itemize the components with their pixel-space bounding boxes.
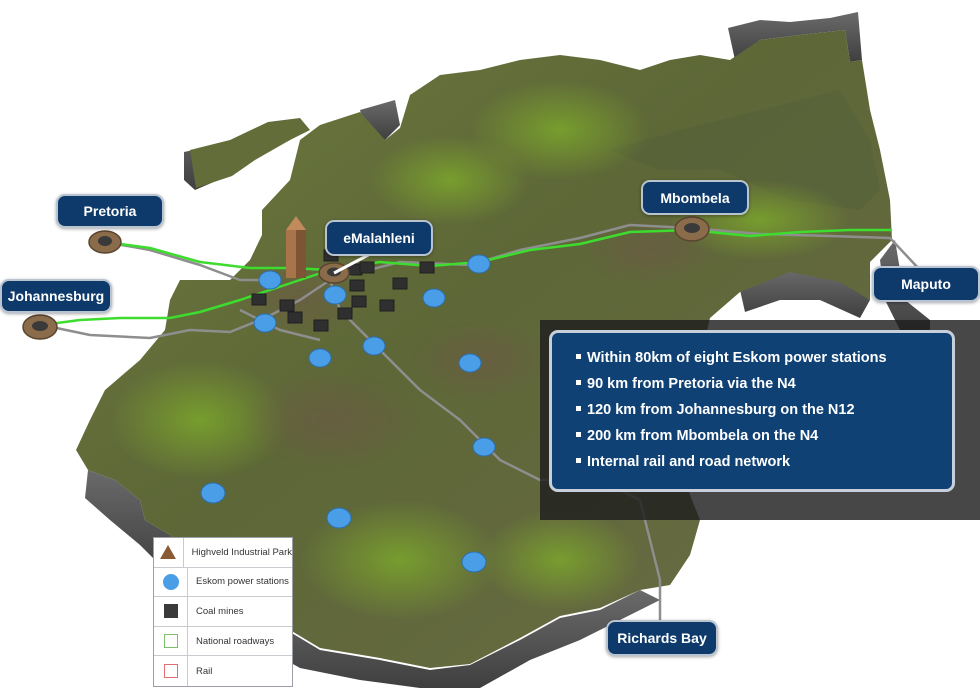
- label-pretoria: Pretoria: [56, 194, 164, 228]
- power-station: [422, 288, 446, 308]
- coal-mine: [313, 319, 329, 332]
- coal-mine: [392, 277, 408, 290]
- power-station: [362, 336, 386, 356]
- power-station: [200, 482, 226, 504]
- coal-mine: [279, 299, 295, 312]
- power-station: [258, 270, 282, 290]
- circle-icon: [162, 573, 179, 590]
- outline-square-icon: [163, 664, 178, 679]
- bullet-icon: [576, 380, 581, 385]
- info-item: 90 km from Pretoria via the N4: [576, 371, 952, 397]
- johannesburg-marker: [22, 314, 58, 340]
- info-item: Internal rail and road network: [576, 449, 952, 475]
- info-item: 120 km from Johannesburg on the N12: [576, 397, 952, 423]
- info-item: Within 80km of eight Eskom power station…: [576, 345, 952, 371]
- coal-mine: [351, 295, 367, 308]
- coal-mine: [359, 261, 375, 274]
- label-emalahleni: eMalahleni: [325, 220, 433, 256]
- power-station: [472, 437, 496, 457]
- power-stations: [200, 254, 496, 573]
- info-item: 200 km from Mbombela on the N4: [576, 423, 952, 449]
- bullet-icon: [576, 354, 581, 359]
- label-richards-bay: Richards Bay: [606, 620, 718, 656]
- label-maputo: Maputo: [872, 266, 980, 302]
- power-station: [323, 285, 347, 305]
- road-n12: [41, 268, 331, 327]
- legend-item-power-stations: Eskom power stations: [154, 567, 292, 598]
- power-station: [458, 353, 482, 373]
- outline-square-icon: [163, 634, 178, 649]
- square-icon: [163, 604, 178, 619]
- coal-mine: [287, 311, 303, 324]
- rail-spur-2: [239, 308, 321, 342]
- power-station: [308, 348, 332, 368]
- rail-pretoria: [104, 240, 270, 282]
- power-station: [326, 507, 352, 529]
- bullet-icon: [576, 432, 581, 437]
- coal-mine: [251, 293, 267, 306]
- coal-mine: [349, 279, 365, 292]
- coal-mine: [419, 261, 435, 274]
- legend-item-rail: Rail: [154, 656, 292, 686]
- bullet-icon: [576, 458, 581, 463]
- industrial-park-marker: [286, 216, 306, 278]
- label-johannesburg: Johannesburg: [0, 279, 112, 313]
- coal-mine: [379, 299, 395, 312]
- info-list: Within 80km of eight Eskom power station…: [576, 345, 952, 475]
- power-station: [461, 551, 487, 573]
- power-station: [253, 313, 277, 333]
- city-markers: [22, 216, 710, 340]
- label-mbombela: Mbombela: [641, 180, 749, 215]
- bullet-icon: [576, 406, 581, 411]
- info-panel: Within 80km of eight Eskom power station…: [549, 330, 955, 492]
- legend-item-coal-mines: Coal mines: [154, 597, 292, 627]
- coal-mine: [337, 307, 353, 320]
- triangle-icon: [160, 545, 177, 560]
- mbombela-marker: [674, 216, 710, 242]
- map-legend: Highveld Industrial Park Eskom power sta…: [153, 537, 293, 687]
- pretoria-marker: [88, 230, 122, 254]
- power-station: [467, 254, 491, 274]
- legend-item-industrial-park: Highveld Industrial Park: [154, 538, 292, 568]
- legend-item-roads: National roadways: [154, 626, 292, 657]
